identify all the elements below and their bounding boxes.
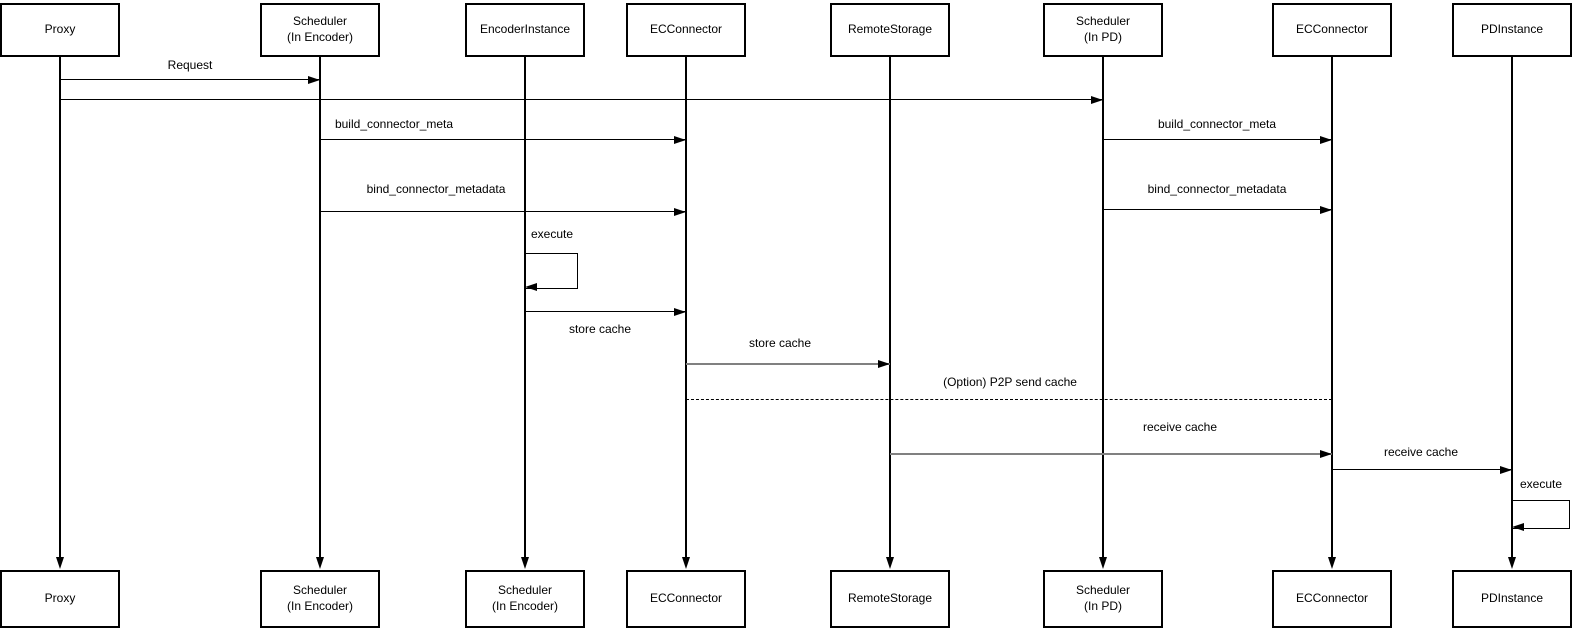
message-arrow-store-cache-2 xyxy=(686,362,890,365)
actor-box-top-ec-connector-2: ECConnector xyxy=(1272,3,1392,57)
lifeline-encoder-instance xyxy=(524,57,526,558)
actor-box-bottom-proxy: Proxy xyxy=(0,570,120,628)
message-label-bind-connector-metadata-right: bind_connector_metadata xyxy=(1145,182,1289,196)
arrowhead-bind-connector-metadata-left xyxy=(674,207,686,216)
actor-box-top-encoder-instance: EncoderInstance xyxy=(465,3,585,57)
arrowhead-store-cache-2 xyxy=(878,359,890,368)
lifeline-arrowhead-ec-connector-2 xyxy=(1327,557,1336,569)
message-label-execute-pd: execute xyxy=(1517,477,1565,491)
message-arrow-receive-cache-1 xyxy=(890,452,1332,455)
actor-box-bottom-scheduler-encoder: Scheduler (In Encoder) xyxy=(260,570,380,628)
message-label-store-cache-1: store cache xyxy=(566,322,634,336)
message-label-execute-encoder: execute xyxy=(528,227,576,241)
arrowhead-receive-cache-1 xyxy=(1320,449,1332,458)
lifeline-ec-connector xyxy=(685,57,687,558)
message-arrow-request xyxy=(60,79,320,81)
arrowhead-bind-connector-metadata-right xyxy=(1320,205,1332,214)
arrowhead-execute-pd xyxy=(1512,523,1524,531)
actor-box-bottom-encoder-instance: Scheduler (In Encoder) xyxy=(465,570,585,628)
actor-box-top-pd-instance: PDInstance xyxy=(1452,3,1572,57)
actor-box-top-ec-connector: ECConnector xyxy=(626,3,746,57)
lifeline-remote-storage xyxy=(889,57,891,558)
arrowhead-request xyxy=(308,75,320,84)
arrowhead-execute-encoder xyxy=(525,283,537,291)
lifeline-ec-connector-2 xyxy=(1331,57,1333,558)
message-selfloop-execute-encoder xyxy=(525,252,578,289)
lifeline-scheduler-pd xyxy=(1102,57,1104,558)
message-arrow-p2p-send-cache xyxy=(686,399,1332,401)
message-arrow-store-cache-1 xyxy=(525,311,686,313)
arrowhead-proxy-to-scheduler-pd xyxy=(1091,95,1103,104)
actor-box-top-scheduler-pd: Scheduler (In PD) xyxy=(1043,3,1163,57)
actor-box-top-remote-storage: RemoteStorage xyxy=(830,3,950,57)
lifeline-scheduler-encoder xyxy=(319,57,321,558)
actor-box-bottom-ec-connector-2: ECConnector xyxy=(1272,570,1392,628)
message-arrow-bind-connector-metadata-right xyxy=(1103,209,1332,211)
message-selfloop-execute-pd xyxy=(1512,499,1570,529)
lifeline-arrowhead-remote-storage xyxy=(885,557,894,569)
arrowhead-build-connector-meta-right xyxy=(1320,135,1332,144)
message-arrow-build-connector-meta-left xyxy=(320,139,686,141)
lifeline-arrowhead-encoder-instance xyxy=(520,557,529,569)
message-label-p2p-send-cache: (Option) P2P send cache xyxy=(941,375,1079,389)
actor-box-bottom-remote-storage: RemoteStorage xyxy=(830,570,950,628)
message-label-store-cache-2: store cache xyxy=(746,336,814,350)
actor-box-top-proxy: Proxy xyxy=(0,3,120,57)
lifeline-proxy xyxy=(59,57,61,558)
actor-box-bottom-scheduler-pd: Scheduler (In PD) xyxy=(1043,570,1163,628)
message-label-receive-cache-2: receive cache xyxy=(1381,445,1461,459)
message-label-receive-cache-1: receive cache xyxy=(1140,420,1220,434)
lifeline-arrowhead-pd-instance xyxy=(1507,557,1516,569)
lifeline-arrowhead-proxy xyxy=(55,557,64,569)
lifeline-pd-instance xyxy=(1511,57,1513,558)
message-arrow-receive-cache-2 xyxy=(1332,469,1512,471)
lifeline-arrowhead-scheduler-encoder xyxy=(315,557,324,569)
message-arrow-build-connector-meta-right xyxy=(1103,139,1332,141)
lifeline-arrowhead-scheduler-pd xyxy=(1098,557,1107,569)
message-label-build-connector-meta-left: build_connector_meta xyxy=(332,117,456,131)
actor-box-bottom-pd-instance: PDInstance xyxy=(1452,570,1572,628)
actor-box-top-scheduler-encoder: Scheduler (In Encoder) xyxy=(260,3,380,57)
actor-box-bottom-ec-connector: ECConnector xyxy=(626,570,746,628)
message-arrow-bind-connector-metadata-left xyxy=(320,211,686,213)
arrowhead-build-connector-meta-left xyxy=(674,135,686,144)
message-arrow-proxy-to-scheduler-pd xyxy=(60,99,1103,101)
message-label-request: Request xyxy=(165,58,215,72)
lifeline-arrowhead-ec-connector xyxy=(681,557,690,569)
arrowhead-store-cache-1 xyxy=(674,307,686,316)
arrowhead-receive-cache-2 xyxy=(1500,465,1512,474)
message-label-build-connector-meta-right: build_connector_meta xyxy=(1155,117,1279,131)
message-label-bind-connector-metadata-left: bind_connector_metadata xyxy=(364,182,508,196)
